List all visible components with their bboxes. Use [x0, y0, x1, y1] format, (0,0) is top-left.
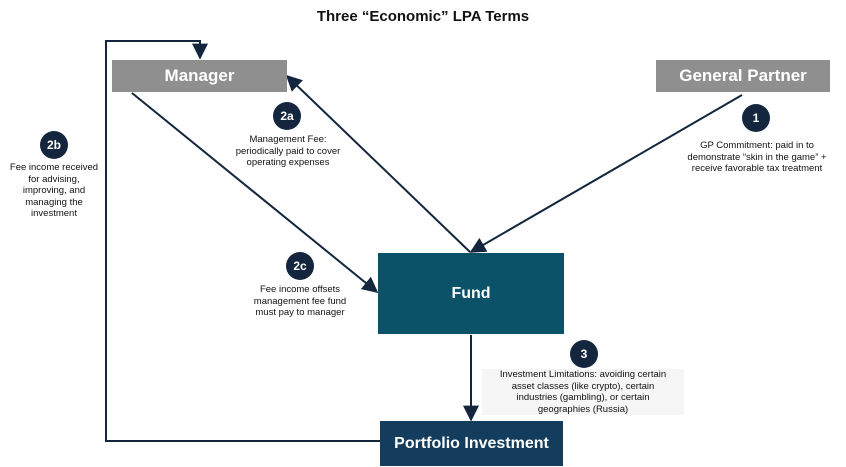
note-investment-limitations: Investment Limitations: avoiding certain… [482, 369, 684, 415]
diagram-title: Three “Economic” LPA Terms [316, 8, 530, 25]
portfolio-investment-box: Portfolio Investment [380, 421, 563, 466]
badge-2b: 2b [40, 131, 68, 159]
arrow-portfolio-to-manager [105, 40, 380, 442]
badge-1: 1 [742, 104, 770, 132]
note-management-fee: Management Fee:periodically paid to cove… [235, 134, 341, 168]
arrow-fund-to-manager [285, 74, 471, 253]
general-partner-box: General Partner [656, 60, 830, 92]
badge-2c: 2c [286, 252, 314, 280]
badge-3: 3 [570, 340, 598, 368]
badge-2a: 2a [273, 102, 301, 130]
arrow-gp-to-fund [469, 94, 743, 253]
fund-box: Fund [378, 253, 564, 334]
arrow-manager-to-fund [131, 92, 379, 294]
manager-box: Manager [112, 60, 287, 92]
